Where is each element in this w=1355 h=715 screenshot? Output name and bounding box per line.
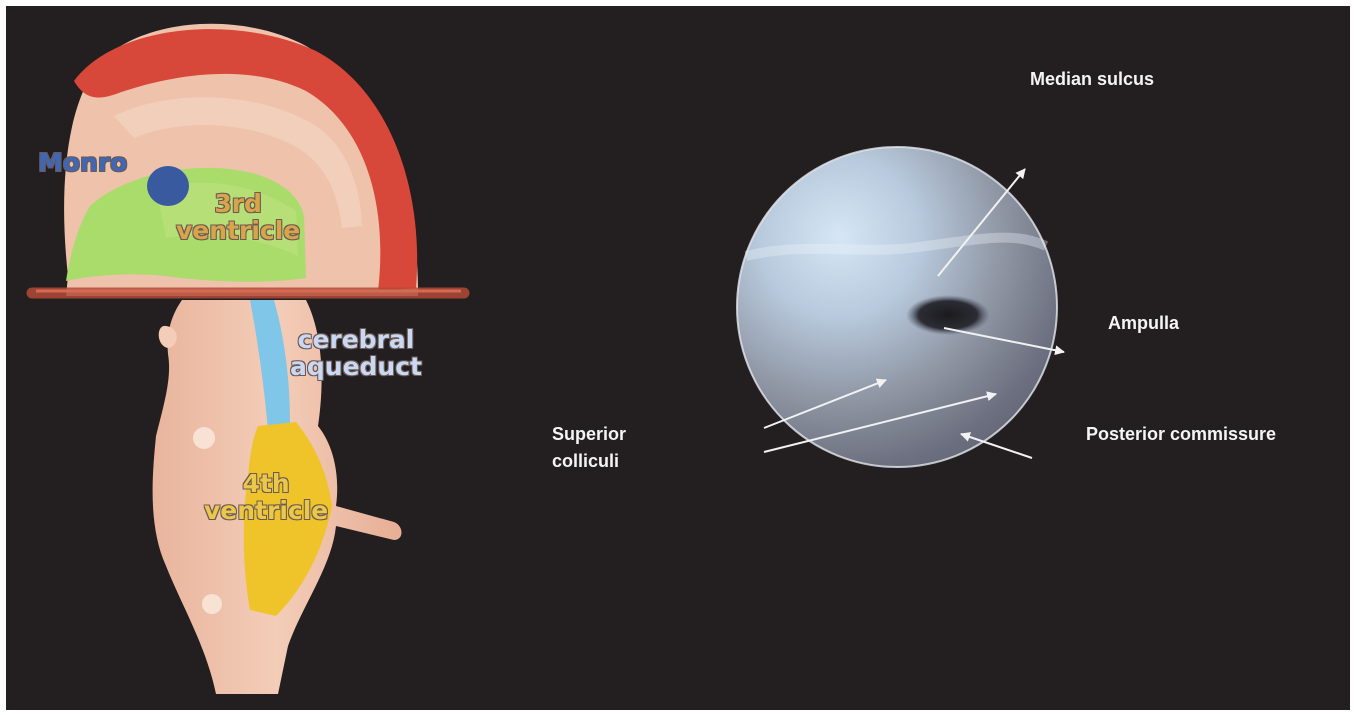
label-third-ventricle: 3rd ventricle xyxy=(176,190,300,244)
label-median-sulcus: Median sulcus xyxy=(1030,66,1154,93)
label-fourth-ventricle: 4th ventricle xyxy=(204,470,328,524)
label-ampulla: Ampulla xyxy=(1108,310,1179,337)
tissue-dot-2 xyxy=(202,594,222,614)
label-superior-colliculi: Superior colliculi xyxy=(552,421,626,475)
label-cerebral-aqueduct: cerebral aqueduct xyxy=(290,326,422,380)
figure xyxy=(6,6,1350,710)
tissue-dot-1 xyxy=(193,427,215,449)
label-posterior-commissure: Posterior commissure xyxy=(1086,421,1276,448)
label-monro: Monro xyxy=(38,149,127,176)
